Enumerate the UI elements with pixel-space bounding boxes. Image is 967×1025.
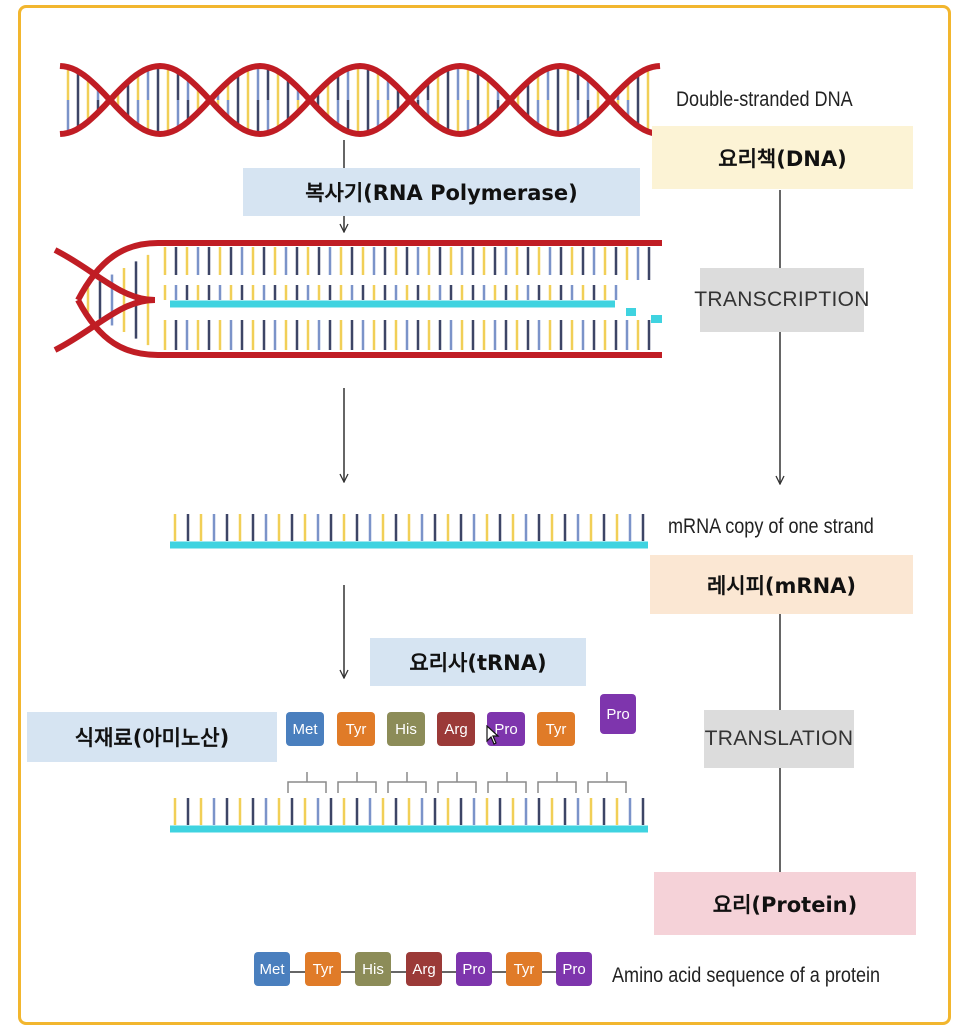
protein-amino-acid-pro: Pro xyxy=(456,952,492,986)
mrna-caption: mRNA copy of one strand xyxy=(668,515,874,538)
protein-amino-acid-tyr: Tyr xyxy=(305,952,341,986)
codon-brackets xyxy=(287,772,627,793)
template-strand-top xyxy=(75,240,662,302)
protein-amino-acid-tyr-2: Tyr xyxy=(506,952,542,986)
free-amino-acid-pro: Pro xyxy=(600,694,636,734)
translation-label: TRANSLATION xyxy=(704,710,854,768)
mrna-strand-translation xyxy=(170,798,648,833)
cook-label: 요리사(tRNA) xyxy=(370,638,586,686)
double-stranded-dna-helix xyxy=(59,62,661,138)
codon-bracket xyxy=(387,772,427,793)
free-nucleotide xyxy=(626,308,636,316)
fork-strand-bottom-in xyxy=(53,297,156,353)
fork-strand-top-in xyxy=(53,247,156,303)
helix-base-pairs xyxy=(66,66,650,134)
dna-strand-a xyxy=(59,62,661,138)
mouse-cursor-icon xyxy=(486,725,500,745)
transcription-bubble xyxy=(53,240,662,358)
trna-amino-acid-his: His xyxy=(387,712,425,746)
codon-bracket xyxy=(537,772,577,793)
free-nucleotide xyxy=(651,315,662,323)
codon-bracket xyxy=(337,772,377,793)
trna-amino-acid-met: Met xyxy=(286,712,324,746)
transcription-label: TRANSCRIPTION xyxy=(694,268,869,332)
trna-amino-acid-tyr-2: Tyr xyxy=(537,712,575,746)
trna-amino-acid-arg: Arg xyxy=(437,712,475,746)
codon-bracket xyxy=(487,772,527,793)
protein-amino-acid-his: His xyxy=(355,952,391,986)
ingredients-label: 식재료(아미노산) xyxy=(27,712,277,762)
protein-amino-acid-pro-2: Pro xyxy=(556,952,592,986)
dna-strand-b xyxy=(59,62,661,138)
recipe-label: 레시피(mRNA) xyxy=(650,555,913,614)
codon-bracket xyxy=(287,772,327,793)
dna-caption: Double-stranded DNA xyxy=(676,88,853,111)
protein-caption: Amino acid sequence of a protein xyxy=(612,964,881,987)
trna-amino-acid-tyr: Tyr xyxy=(337,712,375,746)
codon-bracket xyxy=(437,772,477,793)
dish-label: 요리(Protein) xyxy=(654,872,916,935)
protein-amino-acid-arg: Arg xyxy=(406,952,442,986)
codon-bracket xyxy=(587,772,627,793)
protein-amino-acid-met: Met xyxy=(254,952,290,986)
template-strand-bottom xyxy=(75,298,662,358)
polymerase-label: 복사기(RNA Polymerase) xyxy=(243,168,640,216)
cookbook-label: 요리책(DNA) xyxy=(652,126,913,189)
mrna-strand xyxy=(170,514,648,549)
